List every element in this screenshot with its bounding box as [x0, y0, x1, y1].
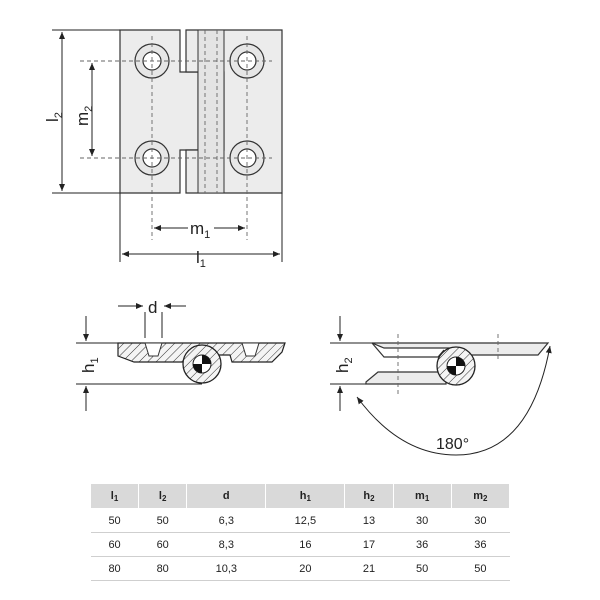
h2-label: h2 — [333, 357, 355, 373]
table-cell: 10,3 — [186, 556, 266, 581]
header-sub: 1 — [306, 493, 311, 503]
table-header-cell: h1 — [265, 483, 346, 509]
open-lower-plate — [365, 371, 447, 385]
header-sub: 2 — [161, 493, 167, 503]
table-cell: 60 — [138, 532, 187, 557]
table-cell: 50 — [451, 556, 510, 581]
table-header-cell: l1 — [89, 483, 140, 509]
table-cell: 36 — [451, 532, 510, 557]
header-sub: 1 — [113, 493, 119, 503]
header-main: l — [158, 489, 162, 502]
side-view-open: h2 180° — [330, 316, 552, 456]
table-header-cell: m1 — [392, 483, 452, 509]
hinge-knuckle — [197, 29, 225, 194]
table-cell: 21 — [344, 556, 394, 581]
table-cell: 12,5 — [265, 508, 345, 533]
header-main: h — [299, 489, 307, 502]
header-main: h — [363, 489, 371, 502]
l1-label: l1 — [196, 248, 206, 270]
table-cell: 20 — [265, 556, 345, 581]
angle-label: 180° — [436, 436, 469, 453]
dimension-h1: h1 — [76, 316, 202, 411]
table-header-cell: d — [186, 483, 267, 509]
h1-label: h1 — [79, 357, 101, 373]
l2-label: l2 — [43, 112, 65, 122]
table-cell: 13 — [344, 508, 394, 533]
d-label: d — [148, 298, 157, 317]
table-header-cell: h2 — [344, 483, 394, 509]
table-cell: 60 — [90, 532, 139, 557]
header-sub: 2 — [483, 493, 488, 503]
table-cell: 50 — [138, 508, 187, 533]
table-cell: 80 — [138, 556, 187, 581]
header-main: l — [110, 489, 114, 502]
top-view: l2 m2 m1 l1 — [43, 29, 283, 270]
header-main: m — [415, 489, 425, 502]
m2-label: m2 — [73, 106, 95, 126]
table-cell: 50 — [393, 556, 452, 581]
table-cell: 50 — [90, 508, 139, 533]
header-main: m — [473, 489, 484, 502]
table-header-cell: l2 — [138, 483, 188, 509]
hinge-technical-drawing: l2 m2 m1 l1 — [43, 29, 552, 456]
table-cell: 80 — [90, 556, 139, 581]
dimension-m1: m1 — [154, 219, 245, 241]
table-cell: 17 — [344, 532, 394, 557]
dimension-l2: l2 — [43, 29, 120, 194]
table-header-cell: m2 — [450, 483, 511, 509]
header-sub: 2 — [370, 493, 375, 503]
dimension-d: d — [118, 298, 186, 338]
table-cell: 30 — [451, 508, 510, 533]
side-view-flat: d h1 — [76, 298, 286, 411]
table-cell: 8,3 — [186, 532, 266, 557]
table-cell: 30 — [393, 508, 452, 533]
dimension-m2: m2 — [73, 63, 95, 156]
m1-label: m1 — [190, 219, 210, 241]
header-main: d — [222, 490, 230, 502]
dimension-l1: l1 — [119, 193, 283, 270]
rotation-angle-arc: 180° — [356, 345, 552, 456]
table-cell: 16 — [265, 532, 345, 557]
header-sub: 1 — [424, 493, 430, 503]
dimension-h2: h2 — [330, 316, 372, 411]
table-cell: 6,3 — [186, 508, 266, 533]
table-cell: 36 — [393, 532, 452, 557]
